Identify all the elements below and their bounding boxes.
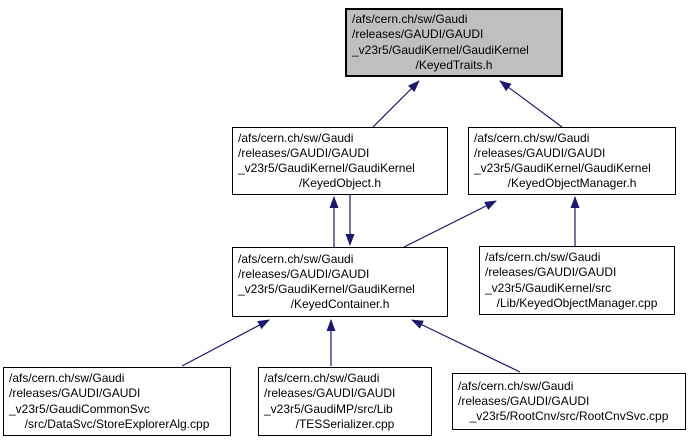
node-label-line: /afs/cern.ch/sw/Gaudi xyxy=(9,371,125,386)
node-label-line: /afs/cern.ch/sw/Gaudi xyxy=(458,378,574,393)
node-keyed-object-h[interactable]: /afs/cern.ch/sw/Gaudi /releases/GAUDI/GA… xyxy=(232,127,448,195)
node-store-explorer-alg-cpp[interactable]: /afs/cern.ch/sw/Gaudi /releases/GAUDI/GA… xyxy=(3,367,231,436)
node-label-line: _v23r5/GaudiKernel/GaudiKernel xyxy=(238,161,415,175)
node-label-line: /Lib/KeyedObjectManager.cpp xyxy=(496,295,658,310)
node-label-line: _v23r5/GaudiKernel/GaudiKernel xyxy=(352,42,529,57)
node-label-line: /releases/GAUDI/GAUDI xyxy=(264,386,396,401)
node-label-line: _v23r5/GaudiKernel/GaudiKernel xyxy=(474,161,651,175)
node-keyed-object-manager-h[interactable]: /afs/cern.ch/sw/Gaudi /releases/GAUDI/GA… xyxy=(468,127,676,195)
edge-keyed-container-h-to-keyed-object-manager-h xyxy=(403,200,497,248)
node-label-line: /releases/GAUDI/GAUDI xyxy=(352,27,484,42)
node-label-line: /releases/GAUDI/GAUDI xyxy=(458,393,590,408)
node-tes-serializer-cpp[interactable]: /afs/cern.ch/sw/Gaudi /releases/GAUDI/GA… xyxy=(258,367,432,436)
node-label-line: /KeyedContainer.h xyxy=(290,297,390,312)
node-label-line: _v23r5/GaudiKernel/src xyxy=(485,280,612,295)
node-label-line: _v23r5/GaudiMP/src/Lib xyxy=(264,401,393,416)
node-keyed-object-manager-cpp[interactable]: /afs/cern.ch/sw/Gaudi /releases/GAUDI/GA… xyxy=(479,246,675,315)
node-label-line: /afs/cern.ch/sw/Gaudi xyxy=(474,130,590,145)
node-label-line: /afs/cern.ch/sw/Gaudi xyxy=(238,130,354,145)
node-label-line: /releases/GAUDI/GAUDI xyxy=(9,386,141,401)
node-label-line: /afs/cern.ch/sw/Gaudi xyxy=(238,251,354,266)
node-label-line: /releases/GAUDI/GAUDI xyxy=(238,266,370,281)
edge-keyed-object-h-to-keyed-traits-h xyxy=(372,80,420,128)
edge-keyed-object-manager-h-to-keyed-traits-h xyxy=(499,80,563,128)
node-keyed-container-h[interactable]: /afs/cern.ch/sw/Gaudi /releases/GAUDI/GA… xyxy=(232,247,448,317)
node-label-line: /KeyedObject.h xyxy=(298,176,382,191)
node-label-line: /releases/GAUDI/GAUDI xyxy=(474,145,606,160)
node-label-line: /afs/cern.ch/sw/Gaudi xyxy=(352,12,468,27)
edge-root-cnv-svc-cpp-to-keyed-container-h xyxy=(411,319,521,373)
node-label-line: /releases/GAUDI/GAUDI xyxy=(238,145,370,160)
node-label-line: _v23r5/RootCnv/src/RootCnvSvc.cpp xyxy=(469,409,669,424)
node-label-line: /TESSerializer.cpp xyxy=(295,416,395,431)
node-label-line: _v23r5/GaudiCommonSvc xyxy=(9,401,150,416)
node-label-line: /releases/GAUDI/GAUDI xyxy=(485,265,617,280)
edge-store-explorer-alg-cpp-to-keyed-container-h xyxy=(181,319,270,367)
node-label-line: /KeyedTraits.h xyxy=(415,57,493,72)
node-root-cnv-svc-cpp[interactable]: /afs/cern.ch/sw/Gaudi /releases/GAUDI/GA… xyxy=(452,373,686,430)
node-keyed-traits-h[interactable]: /afs/cern.ch/sw/Gaudi /releases/GAUDI/GA… xyxy=(345,8,563,77)
node-label-line: _v23r5/GaudiKernel/GaudiKernel xyxy=(238,282,415,296)
node-label-line: /KeyedObjectManager.h xyxy=(507,176,637,191)
node-label-line: /afs/cern.ch/sw/Gaudi xyxy=(264,371,380,386)
node-label-line: /afs/cern.ch/sw/Gaudi xyxy=(485,250,601,265)
node-label-line: /src/DataSvc/StoreExplorerAlg.cpp xyxy=(24,416,210,431)
